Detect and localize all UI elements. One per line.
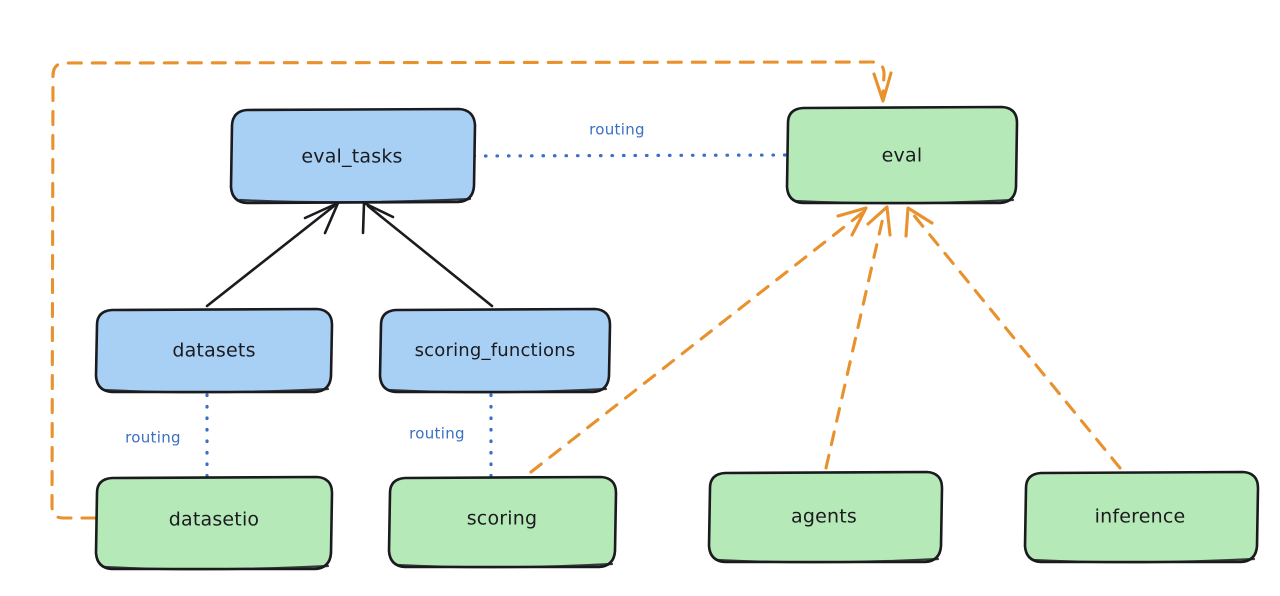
edge-label-routing-scoring-functions-scoring: routing (409, 425, 465, 443)
edge-label-routing-eval-tasks-eval: routing (589, 121, 645, 139)
node-label-eval-tasks: eval_tasks (301, 146, 402, 168)
edge-scoring-functions-to-eval-tasks (361, 201, 494, 308)
node-label-datasets: datasets (172, 340, 255, 362)
edge-label-routing-datasets-datasetio: routing (125, 429, 181, 447)
node-label-scoring: scoring (467, 508, 538, 530)
node-label-scoring-functions: scoring_functions (415, 340, 576, 361)
node-eval[interactable]: eval (785, 105, 1019, 205)
node-datasets[interactable]: datasets (94, 307, 334, 394)
edge-inference-to-eval (904, 206, 1122, 470)
node-label-agents: agents (791, 506, 857, 528)
node-label-inference: inference (1095, 506, 1186, 528)
node-scoring[interactable]: scoring (387, 475, 618, 569)
node-scoring-functions[interactable]: scoring_functions (378, 307, 612, 394)
node-label-eval: eval (882, 145, 923, 167)
edge-scoring-to-eval (529, 206, 868, 474)
edge-eval-tasks-to-eval (472, 153, 788, 158)
node-datasetio[interactable]: datasetio (94, 475, 334, 571)
edge-datasets-to-eval-tasks (205, 201, 340, 308)
node-agents[interactable]: agents (707, 470, 944, 564)
node-label-datasetio: datasetio (169, 509, 260, 531)
edge-agents-to-eval (824, 205, 892, 470)
node-inference[interactable]: inference (1023, 470, 1260, 564)
node-eval-tasks[interactable]: eval_tasks (229, 107, 477, 205)
edge-datasetio-to-eval (50, 60, 893, 520)
